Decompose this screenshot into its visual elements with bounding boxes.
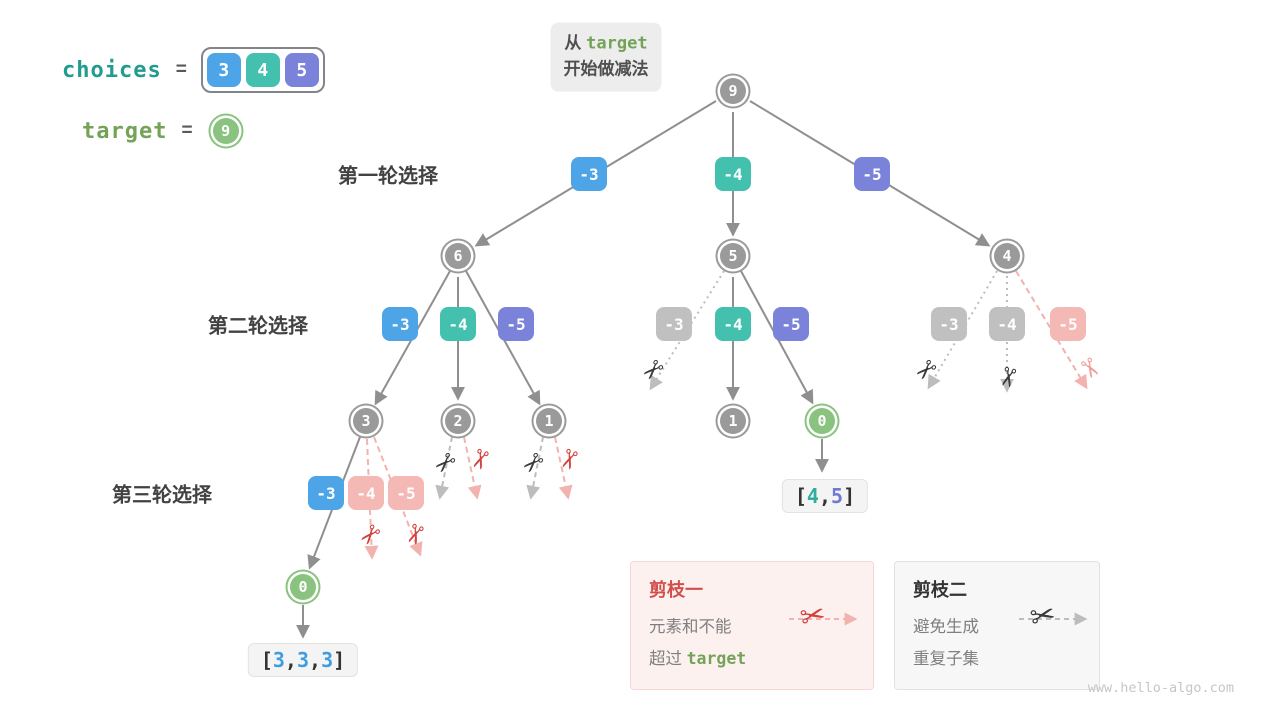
edge-chip-minus4: -4 xyxy=(715,307,751,341)
edge-chip-minus3-pruned: -3 xyxy=(931,307,967,341)
comma: , xyxy=(309,648,322,672)
legend-keyword-target: target xyxy=(686,649,747,669)
choice-value-4: 4 xyxy=(245,53,280,87)
edge-chip-minus4-pruned: -4 xyxy=(348,476,384,510)
legend-prune-2: 剪枝二 避免生成 重复子集 ✂ xyxy=(894,561,1100,690)
edge-chip-minus3-pruned: -3 xyxy=(656,307,692,341)
edge-chip-minus5-pruned: -5 xyxy=(388,476,424,510)
legend-prune-1-line1: 元素和不能 xyxy=(649,618,732,636)
edge-chip-minus4-pruned: -4 xyxy=(989,307,1025,341)
root-annotation: 从 target 开始做减法 xyxy=(550,22,662,92)
annotation-prefix: 从 xyxy=(564,33,582,53)
legend-text: 超过 xyxy=(649,650,687,669)
bracket: [ xyxy=(260,648,273,672)
result-value: 3 xyxy=(272,648,285,672)
equals-sign: = xyxy=(181,120,193,141)
tree-node-1a: 1 xyxy=(536,408,562,434)
legend-prune-1-graphic: ✂ xyxy=(787,596,873,640)
edge-chip-minus5: -5 xyxy=(854,157,890,191)
legend-prune-1-line2: 超过 target xyxy=(649,643,855,675)
tree-node-6: 6 xyxy=(445,243,471,269)
choice-value-5: 5 xyxy=(284,53,319,87)
result-value: 3 xyxy=(321,648,334,672)
edge-chip-minus3: -3 xyxy=(308,476,344,510)
target-row: target = 9 xyxy=(82,118,239,144)
edge-chip-minus3: -3 xyxy=(382,307,418,341)
result-subset-4-5: [4,5] xyxy=(781,479,869,513)
tree-node-5: 5 xyxy=(720,243,746,269)
choice-value-3: 3 xyxy=(206,53,241,87)
bracket: [ xyxy=(794,484,807,508)
choices-label: choices xyxy=(62,57,162,83)
choices-box: 3 4 5 xyxy=(200,47,325,93)
edge-chip-minus4: -4 xyxy=(440,307,476,341)
tree-node-2: 2 xyxy=(445,408,471,434)
edge-chip-minus3: -3 xyxy=(571,157,607,191)
equals-sign: = xyxy=(175,59,187,80)
edge-chip-minus5: -5 xyxy=(773,307,809,341)
annotation-keyword: target xyxy=(586,33,648,54)
round-label-2: 第二轮选择 xyxy=(208,315,308,338)
target-label: target xyxy=(82,118,168,144)
legend-prune-2-graphic: ✂ xyxy=(1017,596,1103,640)
scissors-icon: ✂ xyxy=(796,596,829,637)
watermark: www.hello-algo.com xyxy=(1087,680,1234,696)
legend-prune-2-line2: 重复子集 xyxy=(913,650,979,669)
tree-node-root-9: 9 xyxy=(720,78,746,104)
tree-node-0-solution: 0 xyxy=(290,574,316,600)
result-value: 3 xyxy=(296,648,310,672)
result-value: 4 xyxy=(806,484,819,508)
tree-node-4: 4 xyxy=(994,243,1020,269)
target-value-circle: 9 xyxy=(212,118,239,144)
tree-node-1b: 1 xyxy=(720,408,746,434)
scissors-icon: ✂ xyxy=(1026,596,1059,637)
round-label-3: 第三轮选择 xyxy=(112,484,212,507)
result-value: 5 xyxy=(831,484,844,508)
round-label-1: 第一轮选择 xyxy=(338,165,438,188)
edge-chip-minus5: -5 xyxy=(498,307,534,341)
edge-chip-minus5-pruned: -5 xyxy=(1050,307,1086,341)
bracket: ] xyxy=(333,648,346,672)
result-subset-3-3-3: [3,3,3] xyxy=(247,643,359,677)
tree-node-3: 3 xyxy=(353,408,379,434)
legend-prune-2-line1: 避免生成 xyxy=(913,618,979,636)
legend-prune-1-title: 剪枝一 xyxy=(649,580,703,600)
comma: , xyxy=(284,648,297,672)
legend-prune-2-title: 剪枝二 xyxy=(913,580,967,600)
edge-chip-minus4: -4 xyxy=(715,157,751,191)
legend-prune-1: 剪枝一 元素和不能 超过 target ✂ xyxy=(630,561,874,690)
bracket: ] xyxy=(843,484,856,508)
tree-node-0-solution: 0 xyxy=(809,408,835,434)
annotation-line2: 开始做减法 xyxy=(563,60,649,79)
comma: , xyxy=(818,484,832,508)
choices-row: choices = 3 4 5 xyxy=(62,47,325,93)
